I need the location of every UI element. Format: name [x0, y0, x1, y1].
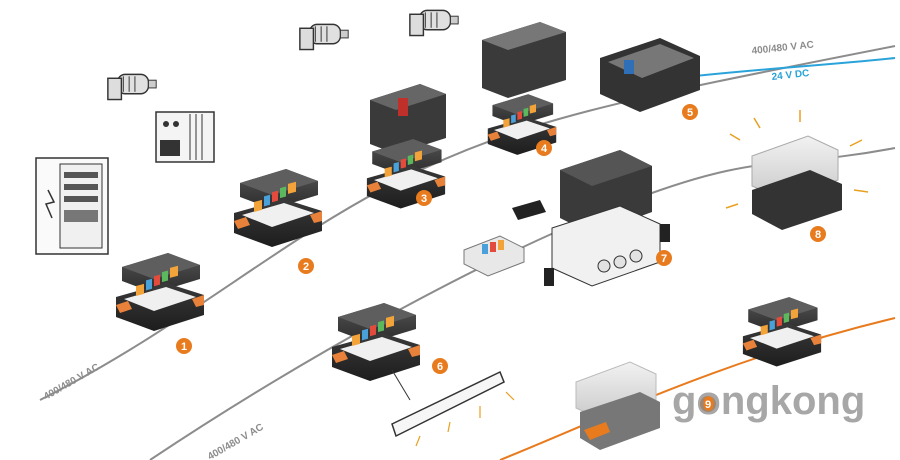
marker-label: 9 [705, 399, 711, 411]
number-marker-2: 2 [298, 258, 314, 274]
number-marker-5: 5 [682, 104, 698, 120]
number-marker-4: 4 [536, 140, 552, 156]
marker-label: 3 [421, 193, 427, 205]
marker-circle [432, 358, 448, 374]
marker-label: 7 [661, 253, 667, 265]
motor-icon [107, 73, 157, 101]
number-marker-7: 7 [656, 250, 672, 266]
marker-label: 2 [303, 261, 309, 273]
marker-circle [536, 140, 552, 156]
marker-circle [298, 258, 314, 274]
control-cabinet-icon [35, 157, 109, 255]
cable-label-left: 400/480 V AC [42, 362, 102, 403]
junction-box-icon [366, 139, 446, 209]
marker-circle [416, 190, 432, 206]
number-marker-1: 1 [176, 338, 192, 354]
number-marker-3: 3 [416, 190, 432, 206]
motor-icon [299, 23, 349, 51]
marker-circle [176, 338, 192, 354]
marker-label: 8 [815, 229, 821, 241]
watermark: gongkong [672, 379, 865, 423]
marker-label: 5 [687, 107, 693, 119]
bus-connector-box [600, 38, 700, 112]
marker-circle [656, 250, 672, 266]
cable-label-dc: 24 V DC [771, 68, 810, 83]
cable-label-mid: 400/480 V AC [206, 422, 266, 460]
cable-label-main-top: 400/480 V AC [751, 40, 814, 57]
large-junction-box [551, 150, 661, 287]
heatsink-housing [482, 22, 566, 98]
marker-circle [682, 104, 698, 120]
junction-box-icon [116, 253, 204, 331]
junction-box-icon [332, 303, 420, 381]
number-marker-9: 9 [700, 396, 716, 412]
marker-circle [810, 226, 826, 242]
lamp-icon [391, 369, 515, 447]
marker-label: 4 [541, 143, 548, 155]
number-marker-6: 6 [432, 358, 448, 374]
junction-box-icon [742, 297, 822, 367]
frequency-drive-icon [155, 111, 215, 163]
number-marker-8: 8 [810, 226, 826, 242]
mounting-bracket [512, 200, 670, 286]
marker-label: 6 [437, 361, 443, 373]
junction-box-icon [234, 169, 322, 247]
lamp-icon [725, 110, 869, 230]
connector-insert [463, 235, 525, 277]
motor-starter-housing [370, 84, 446, 154]
cable-ac-orange [499, 317, 896, 460]
marker-circle [700, 396, 716, 412]
motor-icon [409, 9, 459, 37]
junction-box-icon [575, 361, 660, 450]
marker-label: 1 [181, 341, 187, 353]
